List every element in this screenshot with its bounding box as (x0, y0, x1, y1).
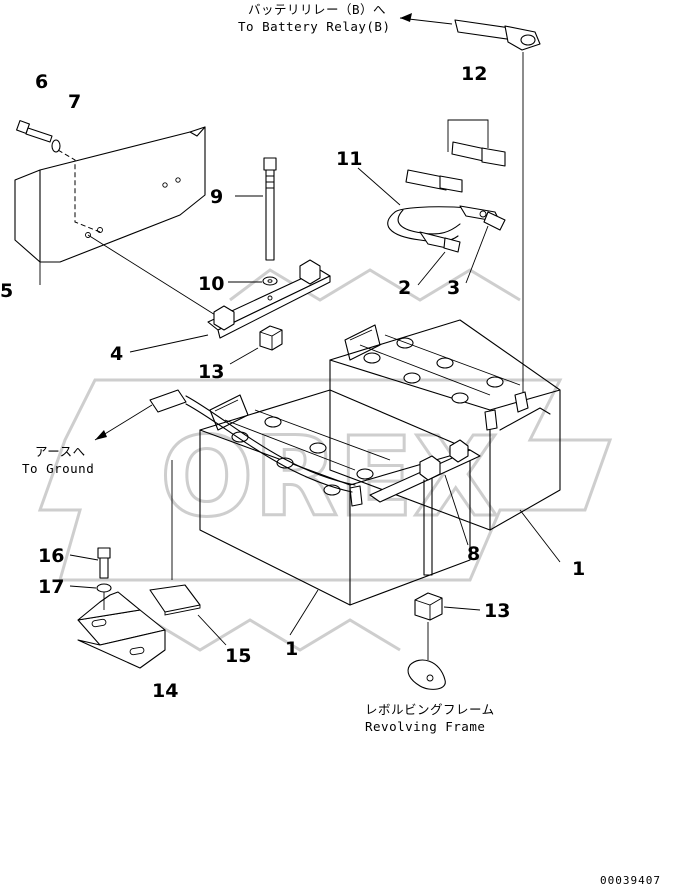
ground-note-en: To Ground (22, 461, 94, 476)
ground-cable (94, 389, 356, 493)
nut-13-lower (414, 592, 443, 621)
bolt-path-dashed (57, 149, 101, 233)
callout-1-rear: 1 (572, 558, 585, 580)
washer-17 (96, 583, 112, 593)
callout-1-front: 1 (285, 638, 298, 660)
frame-note-jp: レボルビングフレーム (365, 702, 495, 717)
callout-16: 16 (38, 545, 64, 567)
callout-7: 7 (68, 91, 81, 113)
callout-10: 10 (198, 273, 224, 295)
nut-13-upper (259, 325, 283, 351)
callout-2: 2 (398, 277, 411, 299)
leader-lines (39, 167, 561, 646)
terminal-2 (443, 237, 461, 253)
revolving-frame-spot (407, 659, 446, 690)
bolt-6 (16, 120, 53, 143)
callout-17: 17 (38, 576, 64, 598)
battery-relay-note-jp: バッテリリレー（B）へ (248, 2, 386, 17)
j-bolt-9 (263, 157, 277, 261)
battery-relay-cable-end (399, 13, 541, 398)
battery-rear (329, 319, 561, 531)
callout-11: 11 (336, 148, 362, 170)
j-bolt-lower (423, 477, 433, 576)
bolt-16 (97, 547, 111, 579)
battery-jumper-cable-11 (387, 205, 501, 251)
callout-numbers: 1 1 2 3 4 5 6 7 8 9 10 11 12 13 13 14 15… (0, 63, 585, 702)
callout-9: 9 (210, 186, 223, 208)
callout-14: 14 (152, 680, 178, 702)
battery-cover (14, 126, 206, 263)
washer-7 (51, 139, 61, 153)
drawing-code: 00039407 (600, 874, 661, 887)
callout-5: 5 (0, 280, 13, 302)
callout-3: 3 (447, 277, 460, 299)
callout-4: 4 (110, 343, 123, 365)
leader-cover-bracket (87, 234, 221, 319)
terminal-3 (479, 210, 506, 231)
annotations: バッテリリレー（B）へ To Battery Relay(B) アースへ To … (22, 2, 661, 887)
pad-15 (149, 584, 201, 616)
ground-note-jp: アースへ (35, 444, 86, 459)
hold-down-bracket-4 (207, 259, 331, 339)
callout-6: 6 (35, 71, 48, 93)
terminal-caps-12 (405, 119, 506, 193)
callout-12: 12 (461, 63, 487, 85)
frame-note-en: Revolving Frame (365, 719, 485, 734)
callout-15: 15 (225, 645, 251, 667)
battery-relay-note-en: To Battery Relay(B) (238, 19, 391, 34)
washer-10 (262, 276, 278, 286)
callout-8: 8 (467, 543, 480, 565)
callout-13-upper: 13 (198, 361, 224, 383)
battery-front (199, 389, 471, 606)
battery-bracket-8 (369, 439, 481, 503)
bracket-14 (77, 591, 166, 669)
callout-13-lower: 13 (484, 600, 510, 622)
